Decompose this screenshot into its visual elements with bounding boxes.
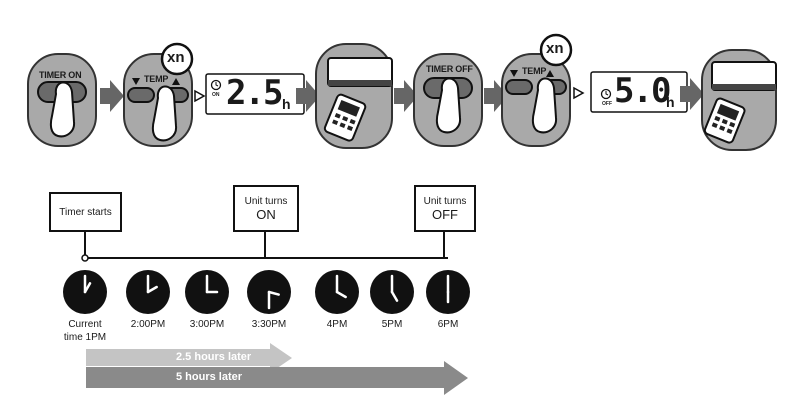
unit-on-box: Unit turns ON — [233, 185, 299, 232]
hour-hand — [146, 285, 158, 294]
timer-off-label: TIMER OFF — [426, 64, 473, 74]
step-arrow-icon — [296, 80, 320, 112]
arrow-short-label: 2.5 hours later — [176, 351, 252, 363]
clock-icon — [247, 270, 291, 314]
step-arrow-icon — [484, 80, 508, 112]
repeat-badge — [160, 42, 194, 76]
lcd-on-mode: ON — [212, 92, 220, 98]
remote-to-ac-off — [701, 49, 777, 151]
lcd-on-unit: h — [282, 96, 291, 112]
finger-icon — [49, 81, 76, 138]
clock-label: 5PM — [381, 319, 403, 330]
step-arrow-icon — [394, 80, 418, 112]
clock-icon — [315, 270, 359, 314]
timer-on-panel — [27, 53, 97, 147]
remote-control-icon — [703, 97, 746, 144]
lcd-on-value: 2.5 — [226, 73, 283, 113]
step-sequence — [27, 33, 777, 151]
hour-hand — [83, 282, 92, 294]
repeat-badge-text: xn — [167, 49, 185, 66]
next-triangle-icon — [573, 86, 585, 100]
clock-label: 2:00PM — [130, 319, 166, 330]
clock-row — [63, 270, 470, 314]
repeat-badge-text: xn — [546, 40, 564, 57]
unit-off-line1: Unit turns — [423, 195, 467, 207]
unit-off-line2: OFF — [432, 206, 458, 222]
clock-label: 3:00PM — [189, 319, 225, 330]
timer-off-panel — [413, 53, 483, 147]
temp-label: TEMP — [522, 66, 547, 76]
arrow-5-hours — [86, 361, 468, 395]
temp-panel-on — [123, 42, 194, 147]
down-triangle-icon — [132, 78, 140, 85]
repeat-badge — [539, 33, 573, 67]
next-triangle-icon — [194, 89, 206, 103]
up-triangle-icon — [546, 70, 554, 77]
lcd-off-value: 5.0 — [614, 71, 671, 111]
up-triangle-icon — [172, 78, 180, 85]
unit-off-box: Unit turns OFF — [414, 185, 476, 232]
clock-icon — [370, 270, 414, 314]
timer-starts-box: Timer starts — [49, 192, 122, 232]
arrow-long-label: 5 hours later — [176, 371, 243, 383]
clock-icon — [185, 270, 229, 314]
step-arrow-icon — [680, 78, 704, 110]
unit-on-line2: ON — [256, 206, 276, 222]
remote-to-ac-on — [315, 43, 393, 149]
hour-hand — [267, 290, 280, 296]
remote-control-icon — [323, 93, 367, 142]
step-arrow-icon — [100, 80, 124, 112]
arrow-2-5-hours — [86, 343, 292, 373]
timer-starts-label: Timer starts — [59, 206, 112, 218]
clock-icon — [426, 270, 470, 314]
clock-icon — [210, 79, 222, 91]
finger-icon — [151, 85, 178, 142]
unit-on-line1: Unit turns — [244, 195, 288, 207]
timeline-start-dot — [81, 254, 89, 262]
temp-down-button — [127, 87, 155, 103]
temp-label: TEMP — [144, 74, 169, 84]
hour-hand — [335, 290, 347, 299]
clock-icon — [600, 88, 612, 100]
clock-label: Current time 1PM — [63, 319, 107, 343]
timer-on-label: TIMER ON — [39, 70, 82, 80]
temp-panel-off — [501, 33, 573, 147]
finger-icon — [435, 77, 462, 134]
clock-label: 3:30PM — [251, 319, 287, 330]
clock-label: 6PM — [437, 319, 459, 330]
finger-icon — [531, 77, 558, 134]
clock-icon — [126, 270, 170, 314]
clock-icon — [63, 270, 107, 314]
temp-down-button — [505, 79, 533, 95]
clock-label: 4PM — [326, 319, 348, 330]
hour-hand — [390, 290, 399, 302]
lcd-off-unit: h — [666, 94, 675, 110]
down-triangle-icon — [510, 70, 518, 77]
lcd-off-mode: OFF — [602, 101, 612, 107]
